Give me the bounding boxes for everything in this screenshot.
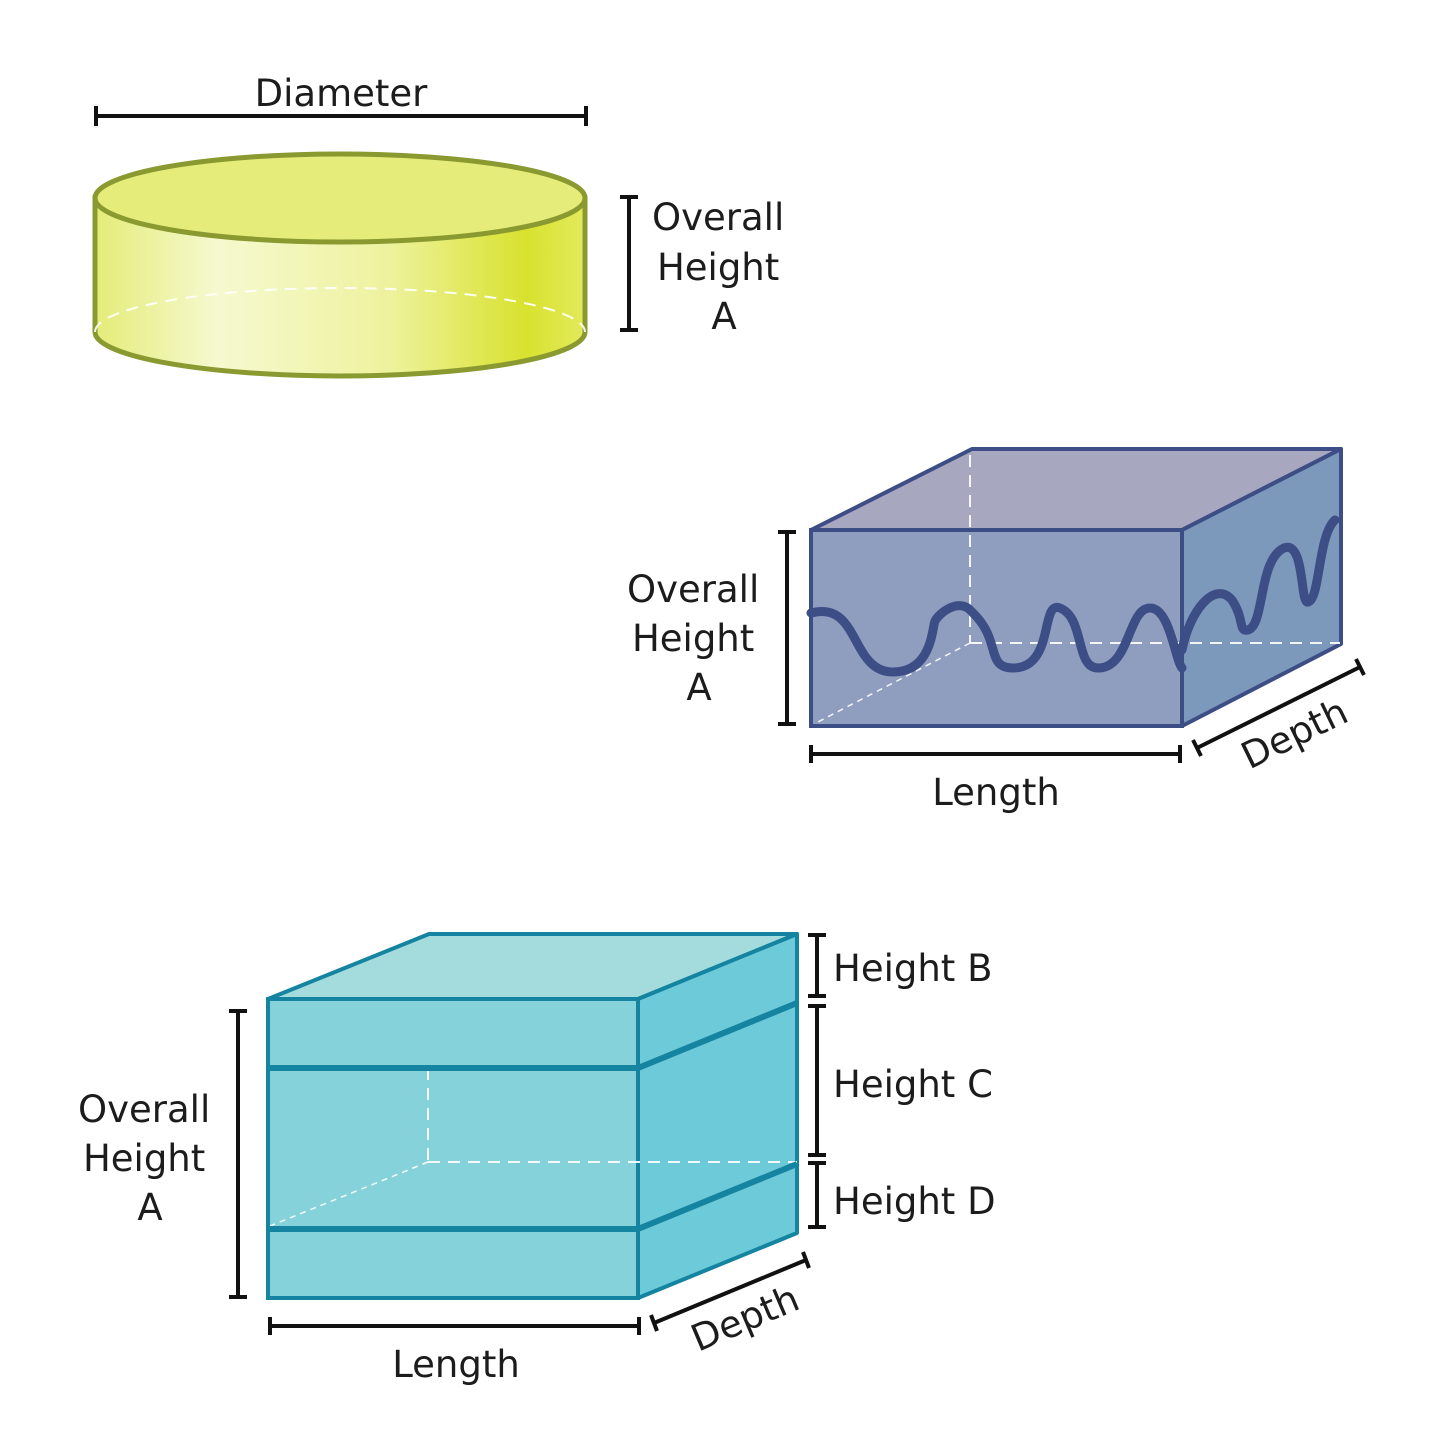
cylinder-body xyxy=(92,195,588,379)
cylinder-top xyxy=(92,151,588,245)
layered-box-depth-dimension xyxy=(649,1251,811,1332)
height-d-dimension xyxy=(808,1161,826,1229)
layered-box-figure xyxy=(266,932,799,1300)
layered-box-depth-label: Depth xyxy=(685,1277,806,1361)
diameter-dimension xyxy=(94,106,588,126)
wave-box-hidden-diagonal xyxy=(813,642,971,725)
wave-box-height-dimension xyxy=(778,530,796,726)
wave-box-figure xyxy=(806,447,1343,728)
height-b-dimension xyxy=(808,933,826,998)
layered-box-side xyxy=(636,932,799,1300)
wave-box-depth-dimension xyxy=(1191,658,1366,757)
layered-box-divider-upper-side xyxy=(636,1000,799,1071)
diameter-label: Diameter xyxy=(255,72,429,115)
layered-box-front xyxy=(266,997,640,1300)
cylinder-height-dimension xyxy=(620,195,638,332)
layered-box-height-dimension xyxy=(229,1009,247,1299)
wave-box-front xyxy=(809,528,1184,728)
wave-box-length-label: Length xyxy=(932,771,1060,814)
wave-box-side-wave xyxy=(1177,515,1340,655)
layered-box-divider-lower-side xyxy=(636,1161,799,1232)
wave-box-length-dimension xyxy=(809,745,1182,763)
cylinder-figure xyxy=(92,151,588,379)
cylinder-height-label: Overall Height A xyxy=(652,196,796,338)
layered-box-height-label: Overall Height A xyxy=(78,1088,222,1229)
wave-box-front-wave xyxy=(806,601,1187,677)
layered-box-length-label: Length xyxy=(392,1343,520,1386)
layered-box-length-dimension xyxy=(268,1317,641,1335)
height-b-label: Height B xyxy=(833,947,992,990)
wave-box-height-label: Overall Height A xyxy=(627,568,771,709)
height-c-dimension xyxy=(808,1004,826,1157)
height-c-label: Height C xyxy=(833,1063,993,1106)
height-d-label: Height D xyxy=(833,1180,996,1223)
wave-box-depth-label: Depth xyxy=(1234,690,1354,778)
